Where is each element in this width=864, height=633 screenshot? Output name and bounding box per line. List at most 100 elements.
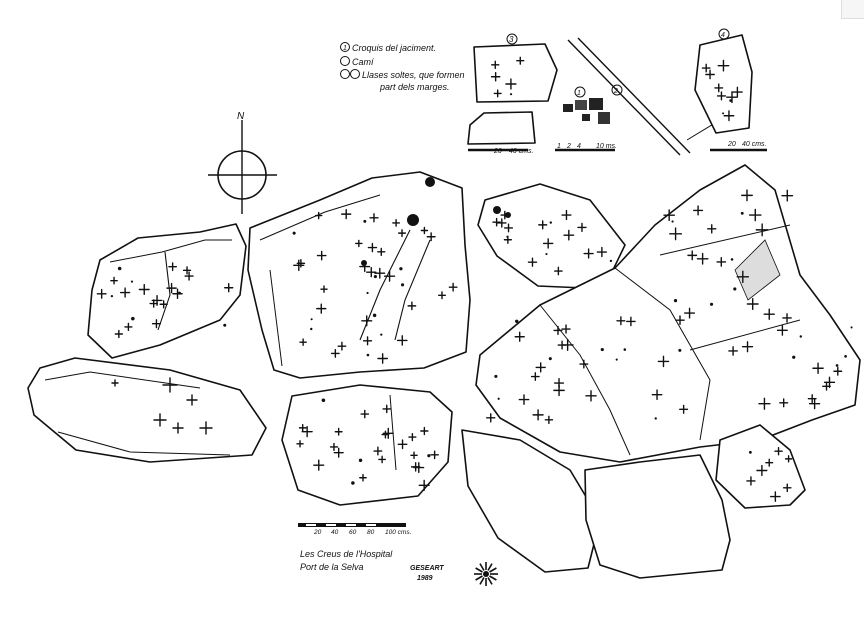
cup-mark <box>729 99 732 102</box>
callout-3: 3 <box>509 35 514 44</box>
engraved-cross <box>448 282 458 292</box>
caption-year: 1989 <box>417 575 433 582</box>
engraved-cross <box>224 283 234 293</box>
callout-1: 1 <box>577 90 581 97</box>
engraved-cross <box>696 252 709 265</box>
cup-mark <box>600 347 604 352</box>
cup-mark <box>615 358 618 361</box>
engraved-cross <box>151 319 162 329</box>
engraved-cross <box>705 69 715 80</box>
logo-ray <box>487 563 493 571</box>
engraved-cross <box>833 366 843 376</box>
engraved-cross <box>651 389 663 401</box>
cup-mark <box>515 319 519 323</box>
engraved-cross <box>293 259 305 272</box>
engraved-cross <box>124 322 133 332</box>
engraved-cross <box>168 262 178 272</box>
engraved-cross <box>166 282 177 294</box>
engraved-cross <box>111 379 119 387</box>
engraved-cross <box>313 459 325 471</box>
engraved-cross <box>707 224 717 234</box>
cup-mark <box>351 481 355 485</box>
engraved-cross <box>583 248 594 259</box>
engraved-cross <box>731 86 743 98</box>
engraved-cross <box>329 442 339 452</box>
engraved-cross <box>374 267 386 279</box>
cup-mark <box>130 280 134 283</box>
engraved-cross <box>687 250 698 261</box>
cup-mark <box>623 348 627 351</box>
main-scale-bar: 20 40 60 80 100 cms. <box>298 523 412 536</box>
engraved-cross <box>316 303 327 314</box>
cup-mark <box>493 206 501 214</box>
cup-mark <box>748 450 752 454</box>
engraved-cross <box>492 217 501 227</box>
engraved-cross <box>693 205 704 216</box>
engraved-cross <box>553 325 563 336</box>
cup-mark <box>548 357 552 361</box>
rock-left-upper <box>87 223 247 359</box>
engraved-cross <box>486 413 496 423</box>
engraved-cross <box>199 421 213 435</box>
logo-ray <box>489 567 497 573</box>
scale-site-1: 1 <box>557 143 561 150</box>
scale-slab4-20: 20 <box>727 141 736 148</box>
engraved-cross <box>491 60 500 70</box>
engraved-cross <box>774 446 783 456</box>
cup-mark <box>678 348 682 352</box>
engraved-cross <box>716 257 727 267</box>
engraved-cross <box>717 59 730 72</box>
engraved-cross <box>769 491 781 502</box>
engraved-cross <box>579 359 589 369</box>
north-arrow: N <box>208 111 277 214</box>
cup-mark <box>722 112 725 115</box>
engraved-cross <box>397 229 407 238</box>
engraved-cross <box>420 226 429 235</box>
logo-ray <box>479 577 485 585</box>
window-corner <box>841 0 864 19</box>
engraved-cross <box>490 71 501 82</box>
engraved-cross <box>669 227 683 241</box>
caption-org: GESEART <box>410 565 444 572</box>
engraved-cross <box>367 242 378 253</box>
engraved-cross <box>377 247 386 257</box>
engraved-cross <box>359 473 367 482</box>
engraved-cross <box>679 404 689 414</box>
caption-location: Port de la Selva <box>300 562 364 572</box>
engraved-cross <box>330 349 340 358</box>
cup-mark <box>799 335 803 338</box>
engraved-cross <box>657 355 670 368</box>
engraved-cross <box>493 89 502 98</box>
engraved-cross <box>748 208 762 222</box>
cup-mark <box>321 398 326 403</box>
cup-mark <box>399 267 403 271</box>
engraved-cross <box>755 223 769 237</box>
engraved-cross <box>362 336 373 346</box>
cup-mark <box>117 266 122 271</box>
cup-mark <box>671 220 674 223</box>
engraved-cross <box>153 413 167 427</box>
engraved-cross <box>746 476 756 486</box>
engraved-cross <box>585 390 597 402</box>
logo-ray <box>487 577 493 585</box>
inset-site-sketch: 2 1 1 2 4 10 ms. <box>555 37 721 156</box>
engraved-cross <box>426 232 436 242</box>
engraved-cross <box>186 394 198 406</box>
logo-ray <box>475 575 483 581</box>
engraved-cross <box>355 239 363 248</box>
engraved-cross <box>557 340 567 350</box>
engraved-cross <box>776 324 788 336</box>
engraved-cross <box>714 83 724 93</box>
engraved-cross <box>563 229 575 241</box>
cup-mark <box>366 291 369 295</box>
legend-item-3: Llases soltes, que formen <box>362 70 465 80</box>
engraved-cross <box>535 362 546 373</box>
engraved-cross <box>382 427 394 439</box>
engraved-cross <box>382 404 392 414</box>
cup-mark <box>427 454 431 458</box>
engraved-cross <box>337 341 347 351</box>
rock-outcrops <box>27 164 861 579</box>
caption-title: Les Creus de l'Hospital <box>300 549 393 559</box>
